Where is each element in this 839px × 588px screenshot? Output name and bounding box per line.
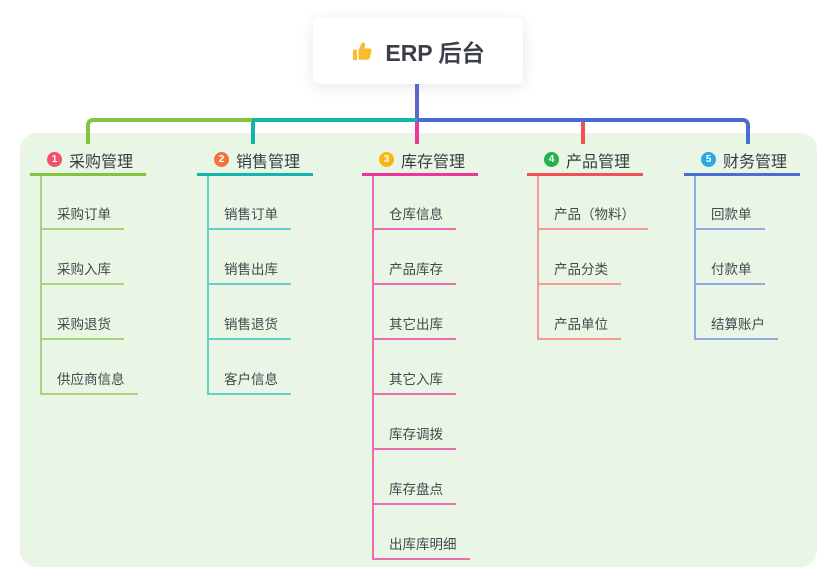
branch-number-badge: 5 [701, 152, 716, 167]
child-node[interactable]: 销售出库 [207, 261, 291, 285]
branch-title[interactable]: 4 产品管理 [527, 146, 643, 176]
child-node[interactable]: 采购退货 [40, 316, 124, 340]
child-node[interactable]: 产品库存 [372, 261, 456, 285]
root-title: ERP 后台 [385, 40, 485, 66]
thumbs-up-icon [351, 40, 374, 63]
branch-child-connector [40, 176, 42, 394]
branch-title-label: 产品管理 [566, 153, 631, 171]
child-node[interactable]: 采购订单 [40, 206, 124, 230]
branch-title-label: 销售管理 [236, 153, 301, 171]
branch-number-badge: 1 [47, 152, 62, 167]
child-node[interactable]: 结算账户 [694, 316, 778, 340]
child-node[interactable]: 产品分类 [537, 261, 621, 285]
child-node[interactable]: 仓库信息 [372, 206, 456, 230]
branch-number-badge: 4 [544, 152, 559, 167]
child-node[interactable]: 销售退货 [207, 316, 291, 340]
connector-segment-sales [252, 118, 417, 122]
connector-drop-product [581, 122, 585, 144]
child-node[interactable]: 销售订单 [207, 206, 291, 230]
child-node[interactable]: 出库库明细 [372, 536, 470, 560]
branch-child-connector [694, 176, 696, 339]
branch-title[interactable]: 5 财务管理 [684, 146, 800, 176]
child-node[interactable]: 库存调拨 [372, 426, 456, 450]
branch-number-badge: 3 [379, 152, 394, 167]
root-connector-line [415, 84, 419, 119]
branch-child-connector [537, 176, 539, 339]
child-node[interactable]: 客户信息 [207, 371, 291, 395]
branch-title-label: 采购管理 [69, 153, 134, 171]
child-node[interactable]: 其它出库 [372, 316, 456, 340]
connector-drop-sales [251, 122, 255, 144]
child-node[interactable]: 供应商信息 [40, 371, 138, 395]
connector-elbow-left [86, 118, 252, 144]
branch-number-badge: 2 [214, 152, 229, 167]
child-node[interactable]: 其它入库 [372, 371, 456, 395]
branch-title-label: 财务管理 [723, 153, 788, 171]
branches-background-panel [20, 133, 817, 567]
root-node[interactable]: ERP 后台 [313, 18, 523, 84]
child-node[interactable]: 付款单 [694, 261, 765, 285]
connector-drop-inventory [415, 122, 419, 144]
child-node[interactable]: 回款单 [694, 206, 765, 230]
branch-child-connector [372, 176, 374, 559]
child-node[interactable]: 产品单位 [537, 316, 621, 340]
branch-title[interactable]: 2 销售管理 [197, 146, 313, 176]
branch-child-connector [207, 176, 209, 394]
branch-title[interactable]: 1 采购管理 [30, 146, 146, 176]
connector-elbow-right [417, 118, 750, 144]
branch-title-label: 库存管理 [401, 153, 466, 171]
branch-title[interactable]: 3 库存管理 [362, 146, 478, 176]
child-node[interactable]: 库存盘点 [372, 481, 456, 505]
child-node[interactable]: 采购入库 [40, 261, 124, 285]
child-node[interactable]: 产品（物料） [537, 206, 648, 230]
